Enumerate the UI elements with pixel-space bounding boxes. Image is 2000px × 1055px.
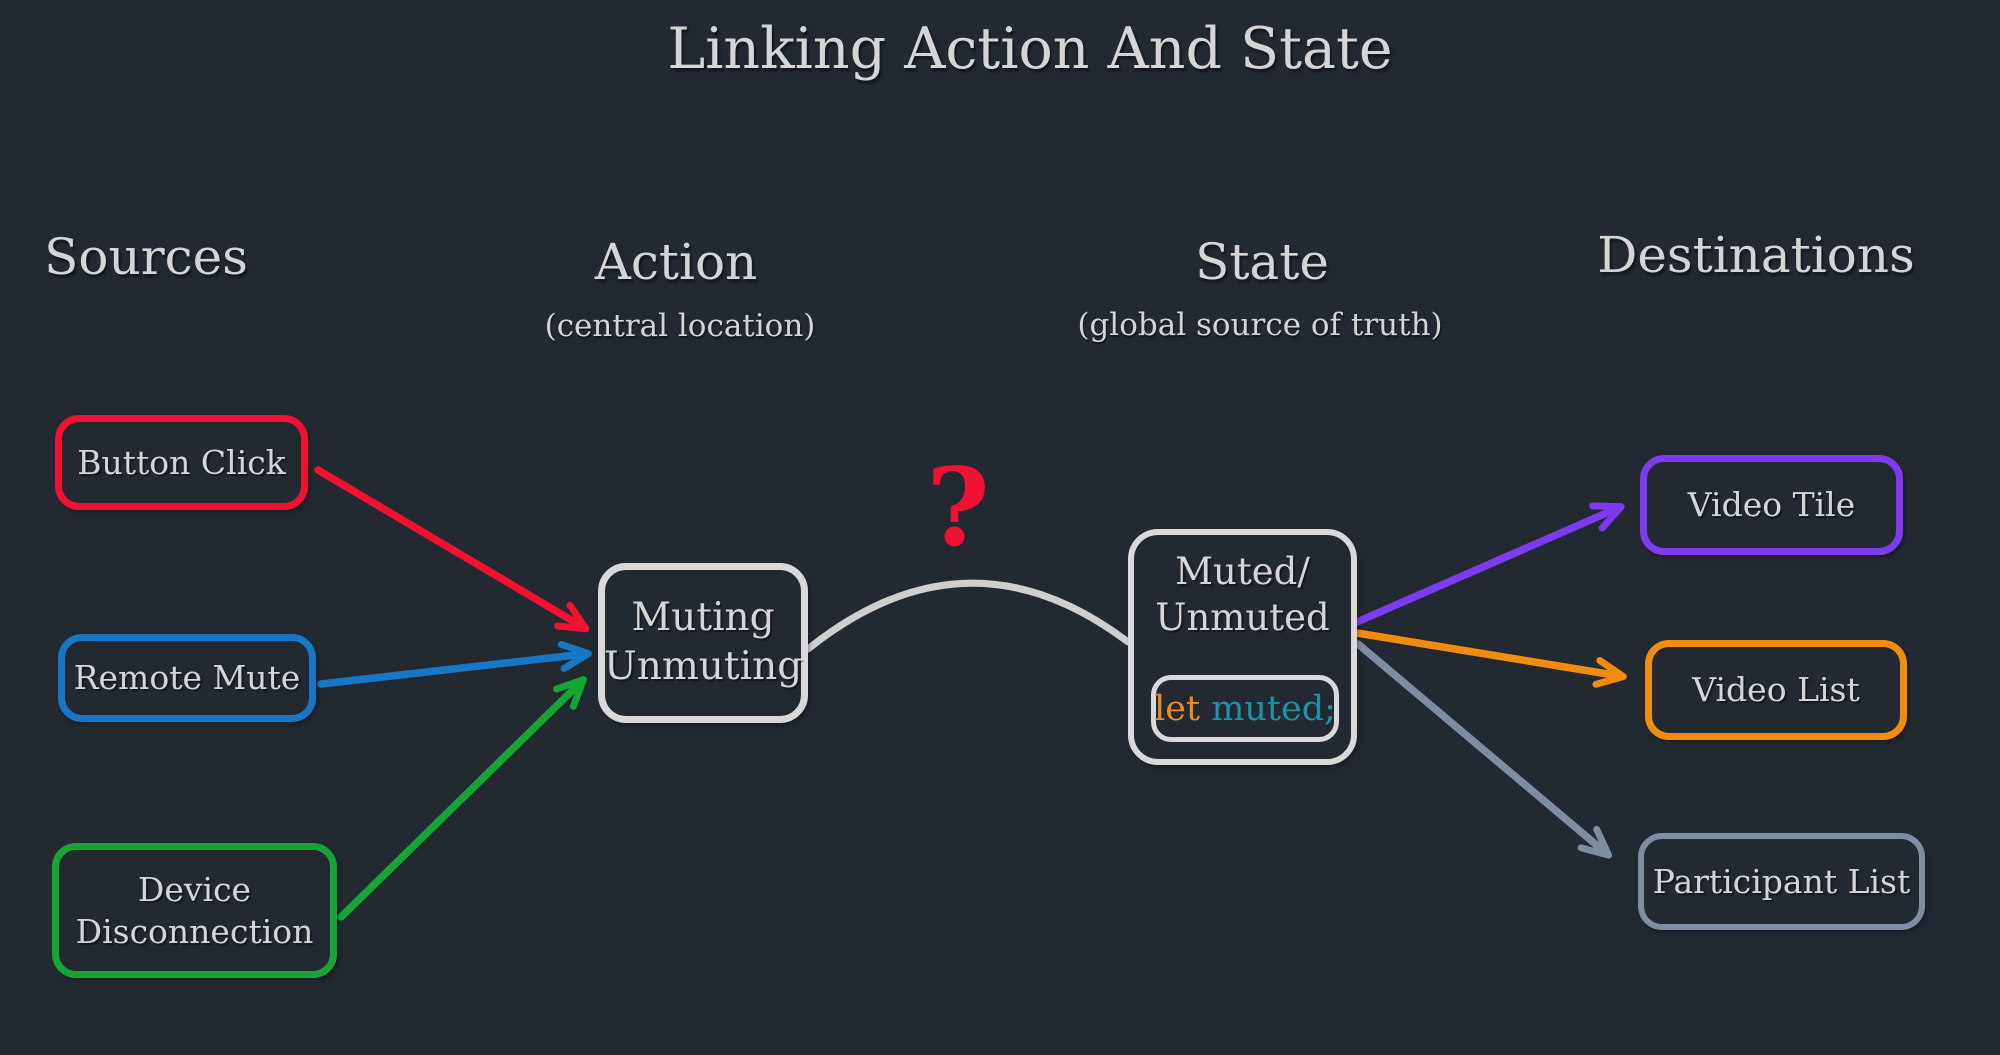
destination-node-participant-list: Participant List xyxy=(1638,833,1925,930)
action-node-label: Muting Unmuting xyxy=(604,594,802,692)
page-title: Linking Action And State xyxy=(667,16,1393,82)
state-node-line2: Unmuted xyxy=(1155,595,1330,639)
arc-action-to-state xyxy=(804,579,1132,653)
destination-node-video-list: Video List xyxy=(1645,640,1907,740)
arrow-state-to-video-list xyxy=(1353,629,1627,688)
destination-node-label: Participant List xyxy=(1652,861,1911,901)
question-mark-annotation: ? xyxy=(926,445,990,571)
column-header-destinations: Destinations xyxy=(1597,226,1915,284)
source-node-device-disconnection: Device Disconnection xyxy=(52,843,337,978)
arrow-state-to-participant-list xyxy=(1354,640,1613,859)
column-subtitle-action: (central location) xyxy=(544,308,816,344)
arrow-remote-mute-to-action xyxy=(317,641,592,688)
destination-node-label: Video List xyxy=(1692,670,1860,710)
source-node-label: Device Disconnection xyxy=(75,870,314,951)
destination-node-video-tile: Video Tile xyxy=(1640,455,1903,555)
state-node-line1: Muted/ xyxy=(1175,550,1310,593)
state-code-box: let muted; xyxy=(1151,675,1339,742)
action-node-line2: Unmuting xyxy=(603,644,803,689)
arrow-device-disconnection-to-action xyxy=(337,676,587,921)
source-node-button-click: Button Click xyxy=(55,415,308,510)
state-node-label: Muted/ Unmuted xyxy=(1134,549,1351,641)
code-variable: muted; xyxy=(1211,688,1336,729)
column-header-state: State xyxy=(1195,233,1329,291)
source-node-label: Button Click xyxy=(77,442,286,482)
code-separator xyxy=(1200,689,1211,729)
source-node-label: Remote Mute xyxy=(73,658,301,698)
source-node-remote-mute: Remote Mute xyxy=(58,634,316,722)
column-header-action: Action xyxy=(594,233,758,291)
destination-node-label: Video Tile xyxy=(1687,485,1856,525)
state-node-muted-unmuted: Muted/ Unmuted let muted; xyxy=(1128,529,1357,765)
arrow-state-to-video-tile xyxy=(1353,502,1625,626)
action-node-line1: Muting xyxy=(631,595,775,641)
action-node-muting-unmuting: Muting Unmuting xyxy=(598,563,808,723)
arrow-button-click-to-action xyxy=(314,466,590,633)
code-keyword: let xyxy=(1154,688,1201,729)
column-subtitle-state: (global source of truth) xyxy=(1077,307,1443,343)
column-header-sources: Sources xyxy=(44,228,248,286)
